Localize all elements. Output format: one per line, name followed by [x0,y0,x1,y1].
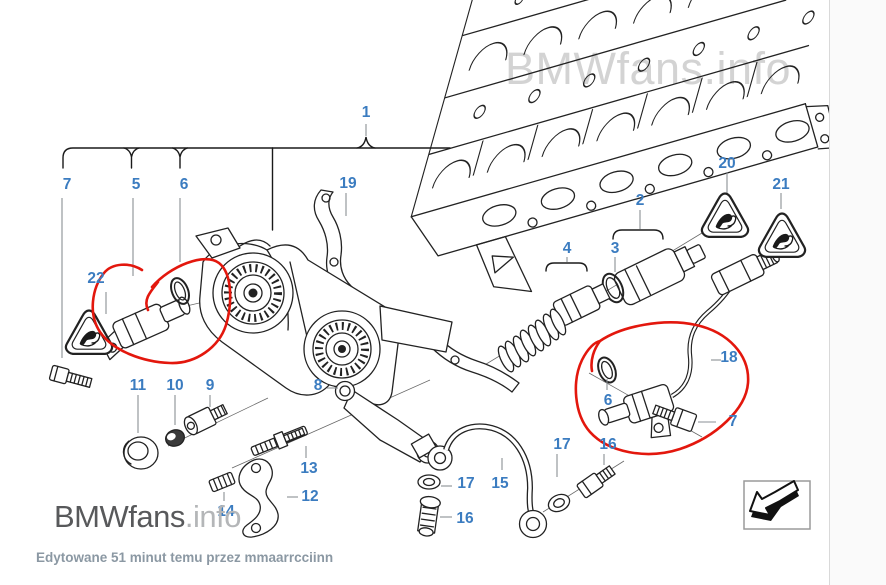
part-number-label[interactable]: 13 [300,460,318,477]
edit-status-text: Edytowane 51 minut temu przez mmaarrccii… [36,550,334,565]
warning-triangle-icon [700,192,750,238]
washer-17-upper-drawing [547,493,571,513]
part-number-label[interactable]: 6 [604,392,613,409]
part-number-label[interactable]: 3 [611,240,620,257]
direction-arrow-icon [743,480,811,530]
part-number-label[interactable]: 22 [87,270,104,287]
part-number-label[interactable]: 16 [599,436,617,453]
part-number-label[interactable]: 15 [491,475,509,492]
banjo-bolt-16-upper-drawing [576,465,616,499]
part-number-label[interactable]: 10 [166,377,183,394]
callout-bracket [62,136,664,272]
part-number-label[interactable]: 17 [457,475,474,492]
part-number-label[interactable]: 12 [301,488,318,505]
part-number-label[interactable]: 7 [63,176,72,193]
annotation-circle-right [574,321,750,456]
warning-triangle-icon [64,309,114,355]
site-logo[interactable]: BMWfans.info [54,499,241,535]
sealing-cap-11-drawing [122,436,159,470]
engine-head-drawing [410,0,839,293]
part-number-label[interactable]: 17 [553,436,570,453]
sensor-cable-drawing [670,281,735,398]
grommet-8-drawing [334,380,356,402]
vanos-unit-drawing [195,227,453,464]
part-number-label[interactable]: 14 [217,503,235,520]
o-ring-6-right-drawing [597,356,617,384]
oil-pipe-drawing [410,423,548,539]
annotation-circle-left [91,257,232,365]
bolt-7-left-drawing [48,364,93,388]
annotation-circles [91,257,750,456]
o-ring-left-drawing [170,277,190,305]
washer-10-drawing [165,429,185,447]
part-number-label[interactable]: 4 [563,240,572,257]
part-number-label[interactable]: 9 [206,377,215,394]
part-number-label[interactable]: 21 [772,176,790,193]
pin-14-drawing [208,471,236,493]
warning-triangle-icon [757,212,807,258]
part-number-label[interactable]: 2 [636,192,645,209]
site-logo-primary: BMWfans [54,499,185,534]
bracket-12-drawing [238,458,279,538]
part-number-label[interactable]: 8 [314,377,323,394]
part-number-label[interactable]: 1 [362,104,371,121]
part-number-label[interactable]: 11 [130,377,147,394]
page-margin [829,0,886,585]
stud-13-drawing [250,425,308,456]
washer-17-lower-drawing [417,474,441,490]
part-number-label[interactable]: 20 [718,155,735,172]
part-number-label[interactable]: 19 [339,175,357,192]
solenoid-valve-2-drawing [613,244,706,306]
part-number-label[interactable]: 18 [720,349,738,366]
part-number-label[interactable]: 16 [456,510,474,527]
bolt-7-right-drawing [652,404,698,432]
leader-lines [61,124,782,518]
spring-drawing [497,308,567,373]
part-number-label[interactable]: 5 [132,176,141,193]
banjo-bolt-16-lower-drawing [417,495,441,537]
bolt-9-drawing [183,403,228,436]
part-number-label[interactable]: 7 [729,413,738,430]
site-logo-secondary: .info [184,499,242,534]
part-number-label[interactable]: 6 [180,176,189,193]
